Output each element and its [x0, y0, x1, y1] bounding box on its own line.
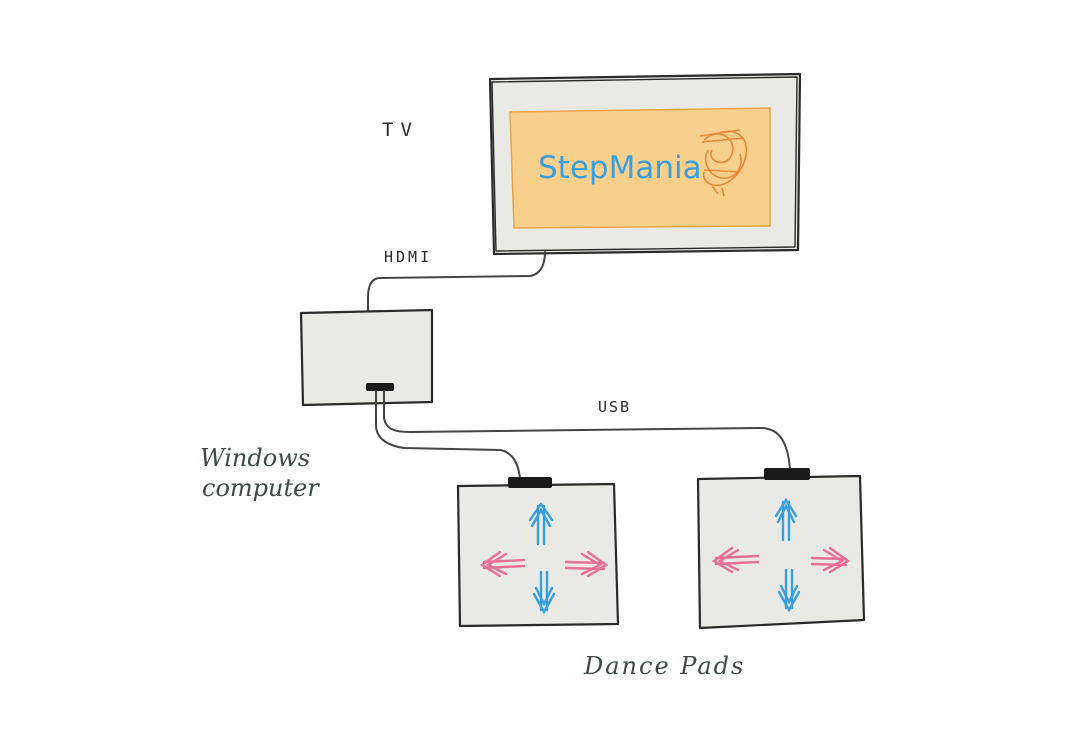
right-arrow-icon: [564, 550, 609, 578]
up-arrow-icon: [528, 501, 554, 546]
stepmania-swirl-icon: [699, 129, 748, 197]
usb-label: USB: [598, 398, 631, 416]
tv-label: TV: [382, 119, 419, 141]
computer-label-line2: computer: [202, 474, 320, 502]
down-arrow-icon: [777, 568, 801, 613]
dance-pads-label: Dance Pads: [583, 652, 745, 680]
tv-screen: StepMania: [509, 107, 771, 229]
pad-connector: [764, 468, 810, 480]
computer-label-line1: Windows: [200, 444, 310, 472]
down-arrow-icon: [532, 570, 556, 615]
tv: StepMania: [488, 72, 802, 256]
dance-pad-1: [456, 477, 620, 628]
right-arrow-icon: [810, 546, 851, 574]
usb-port: [366, 383, 394, 391]
windows-computer: [299, 308, 434, 407]
hdmi-label: HDMI: [384, 248, 432, 266]
hdmi-cable: [367, 251, 546, 313]
pad-connector: [508, 477, 552, 488]
left-arrow-icon: [711, 546, 760, 574]
left-arrow-icon: [479, 550, 526, 578]
usb-cable-pad-2: [383, 390, 791, 471]
up-arrow-icon: [774, 497, 798, 542]
usb-cable-pad-1: [375, 390, 521, 479]
dance-pad-2: [696, 468, 866, 630]
stepmania-logo-text: StepMania: [538, 150, 702, 186]
